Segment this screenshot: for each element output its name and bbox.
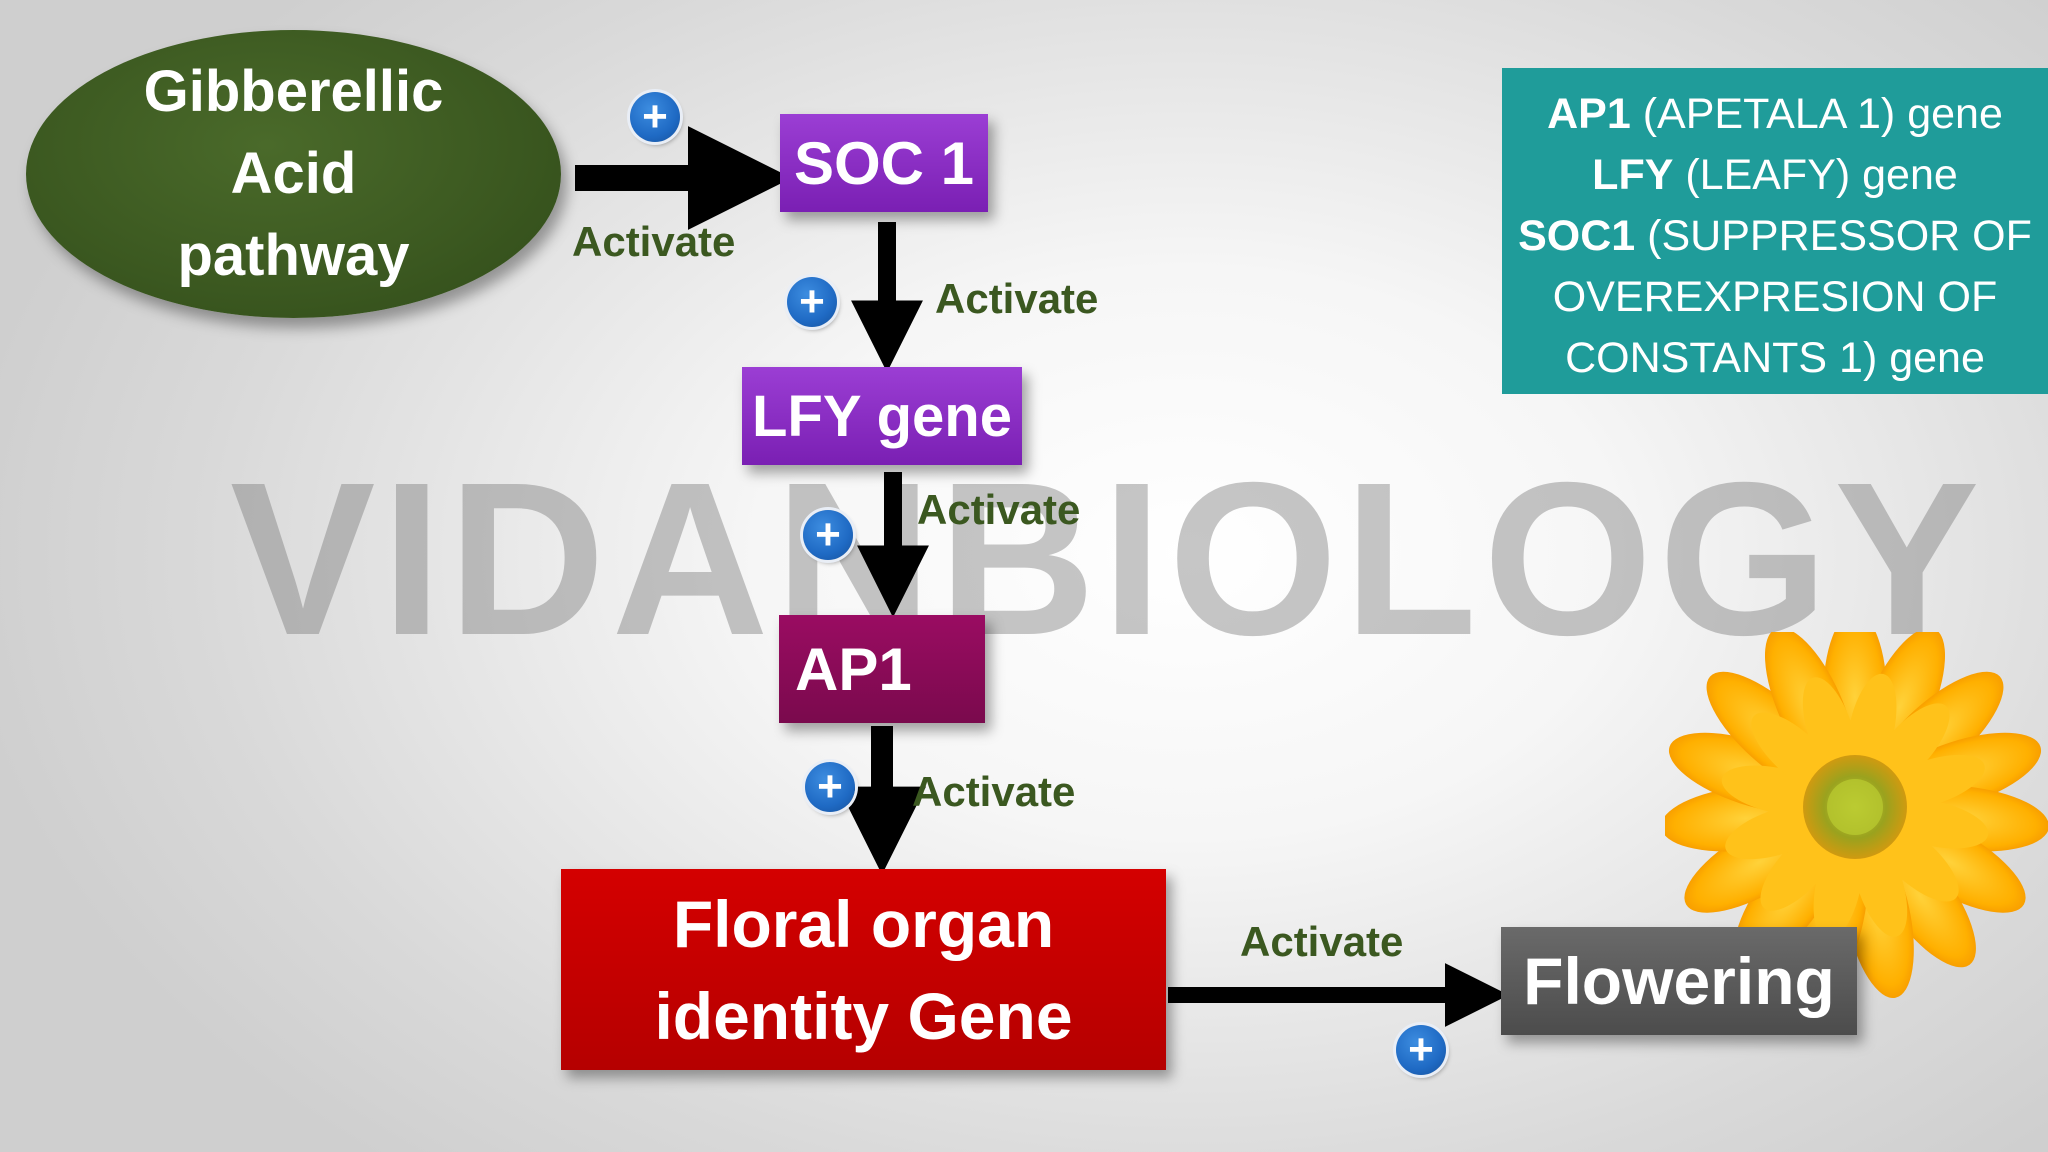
activate-label-5: Activate (1240, 918, 1404, 965)
legend-line-lfy: LFY (LEAFY) gene (1592, 151, 1958, 199)
flower-image (1665, 632, 2048, 1022)
floral-organ-identity-gene-node: Floral organ identity Gene (561, 869, 1166, 1070)
gibberellic-acid-node: Gibberellic Acid pathway (26, 30, 561, 318)
plus-icon: + (630, 92, 680, 142)
ap1-node: AP1 (779, 615, 985, 723)
lfy-gene-node: LFY gene (742, 367, 1022, 465)
source-line-3: pathway (177, 223, 410, 288)
activate-label-3: Activate (917, 486, 1081, 533)
plus-icon: + (1396, 1025, 1446, 1075)
activate-label-2: Activate (935, 275, 1099, 322)
legend-line-soc1: SOC1 (SUPPRESSOR OF (1518, 212, 2032, 260)
plus-icon: + (803, 510, 853, 560)
legend-line-soc1-cont-1: OVEREXPRESION OF (1552, 273, 1998, 321)
floral-line-1: Floral organ (672, 886, 1055, 961)
flowering-node: Flowering (1501, 927, 1857, 1035)
source-line-1: Gibberellic (143, 59, 444, 124)
plus-icon: + (787, 277, 837, 327)
activate-label-1: Activate (572, 218, 736, 265)
soc1-node: SOC 1 (780, 114, 988, 212)
activate-label-4: Activate (912, 768, 1076, 815)
legend-line-ap1: AP1 (APETALA 1) gene (1547, 90, 2003, 138)
legend-line-soc1-cont-2: CONSTANTS 1) gene (1565, 334, 1985, 382)
floral-line-2: identity Gene (654, 978, 1073, 1053)
plus-icon: + (805, 762, 855, 812)
gene-legend-box: AP1 (APETALA 1) gene LFY (LEAFY) gene SO… (1502, 68, 2048, 394)
watermark-text: VIDANBIOLOGY (230, 438, 1986, 681)
source-line-2: Acid (230, 141, 357, 206)
